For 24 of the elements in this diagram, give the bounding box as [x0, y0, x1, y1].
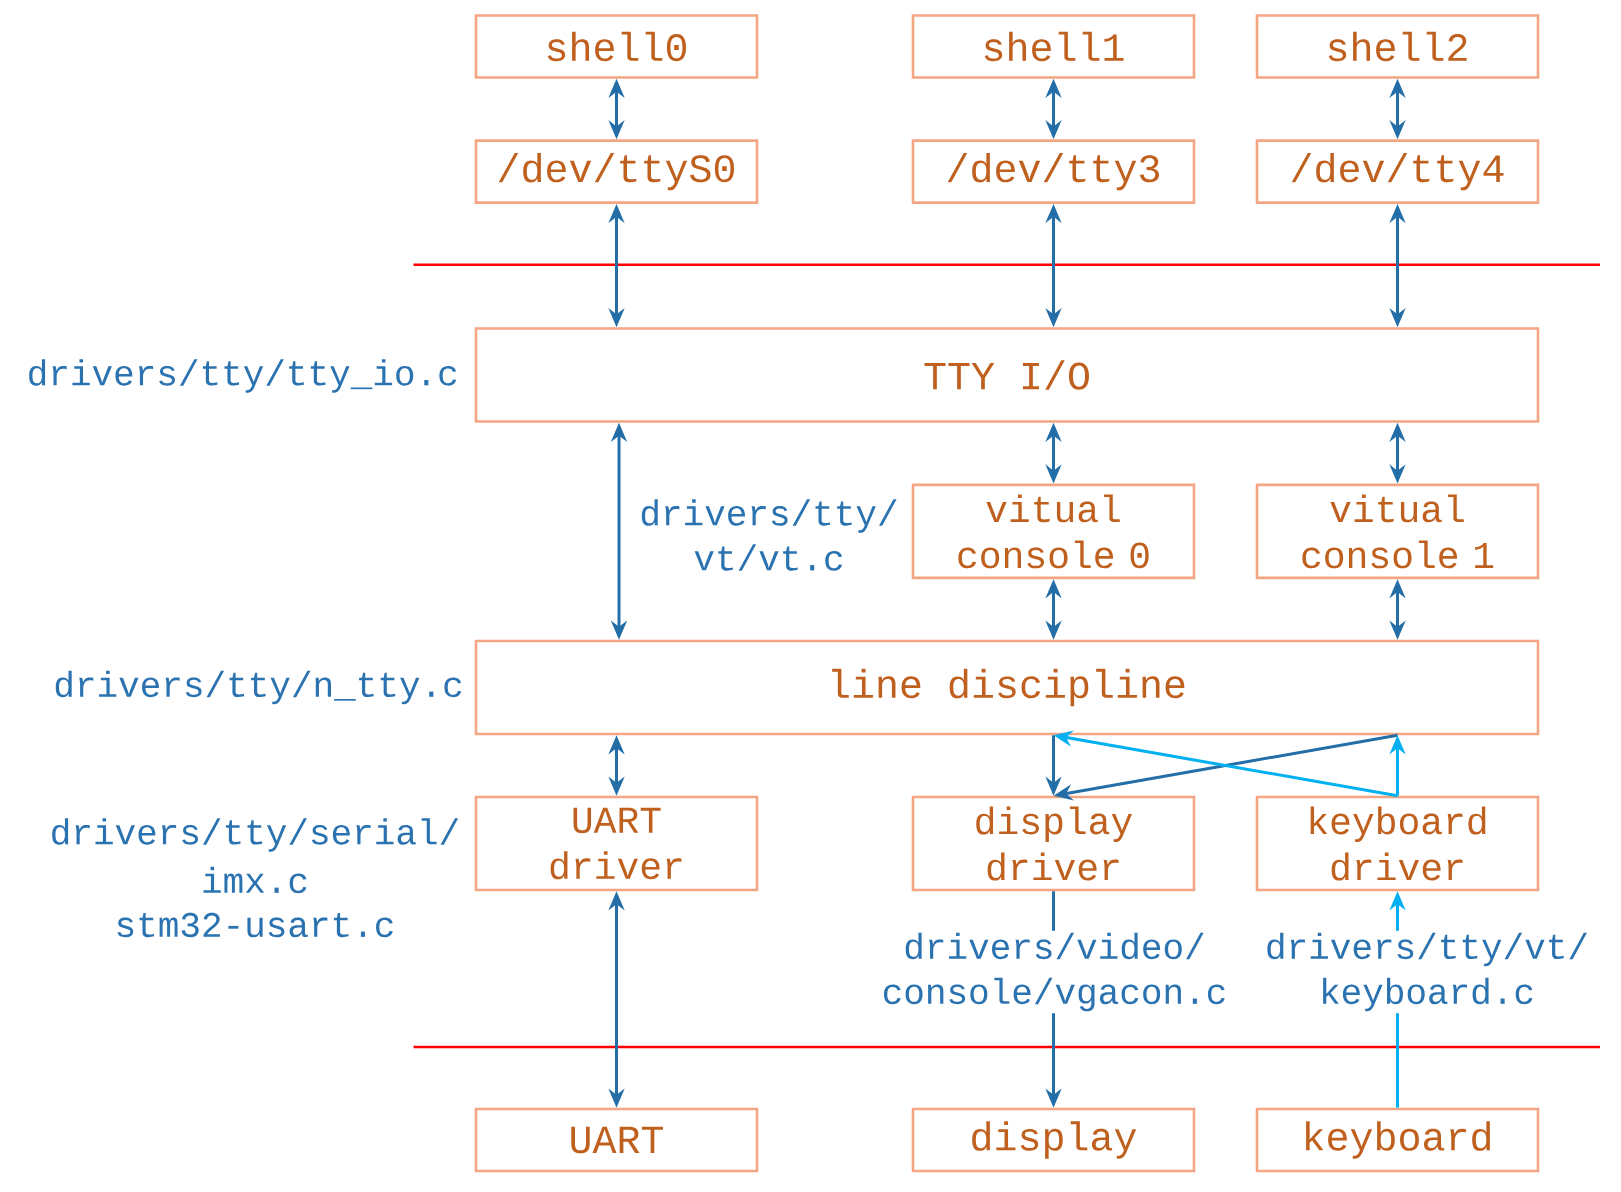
component-box: shell0	[474, 14, 759, 79]
component-box: /dev/tty4	[1255, 139, 1540, 204]
component-box: UART	[474, 1107, 759, 1173]
file-path: drivers/tty/ vt/vt.c	[627, 497, 911, 573]
component-box: shell2	[1255, 14, 1540, 79]
file-path: drivers/tty/n_tty.c	[51, 668, 466, 707]
file-path: drivers/tty/vt/ keyboard.c	[1255, 930, 1599, 1014]
component-box: shell1	[911, 14, 1196, 79]
component-box: display driver	[911, 795, 1196, 892]
component-box: /dev/tty3	[911, 139, 1196, 204]
file-path: drivers/tty/serial/	[47, 816, 463, 854]
file-path: stm32-usart.c	[112, 910, 398, 940]
component-box: vitual console 0	[911, 483, 1196, 580]
component-box: UART driver	[474, 795, 759, 892]
file-path: drivers/video/ console/vgacon.c	[872, 930, 1237, 1014]
component-box: line discipline	[474, 639, 1540, 736]
component-box: keyboard driver	[1255, 795, 1540, 892]
component-box: keyboard	[1255, 1107, 1540, 1173]
file-path: imx.c	[199, 864, 311, 896]
component-box: display	[911, 1107, 1196, 1173]
component-box: vitual console 1	[1255, 483, 1540, 580]
component-box: TTY I/O	[474, 327, 1540, 423]
file-path: drivers/tty/tty_io.c	[24, 357, 461, 395]
component-box: /dev/ttyS0	[474, 139, 759, 204]
